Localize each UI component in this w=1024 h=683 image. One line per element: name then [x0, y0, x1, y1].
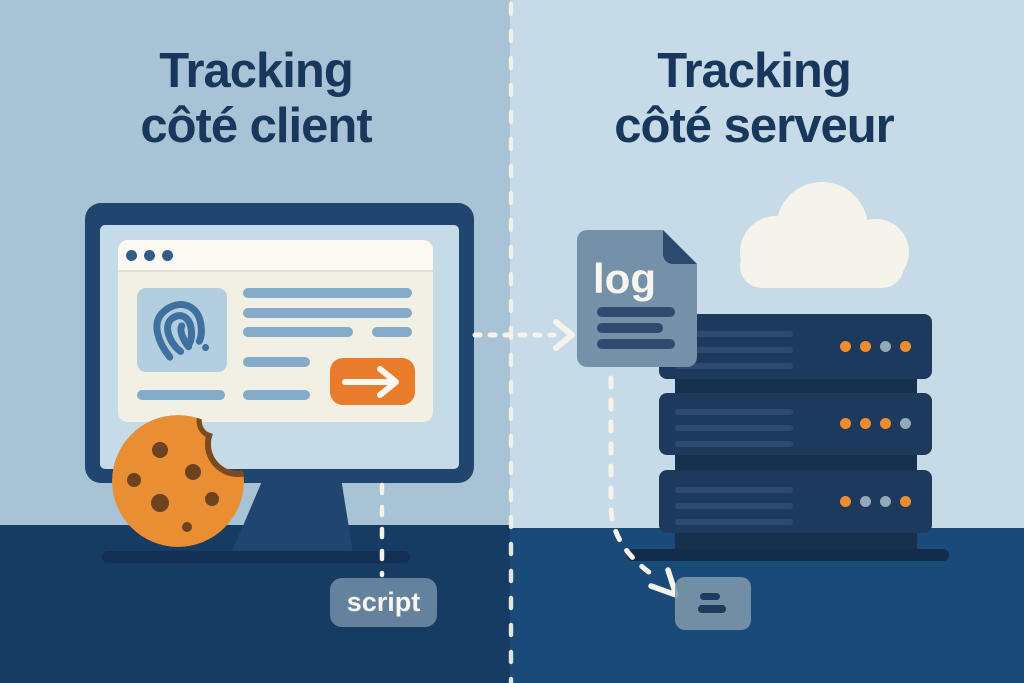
window-control-dot [144, 250, 155, 261]
fingerprint-box [137, 288, 227, 372]
right-title-line1: Tracking [657, 44, 852, 98]
cta-button [330, 358, 415, 405]
text-line-bar [243, 390, 310, 400]
text-line-bar [372, 327, 412, 337]
cloud-icon [740, 182, 909, 288]
browser-toolbar [118, 240, 433, 272]
left-title-line2: côté client [140, 99, 372, 153]
script-callout-line [379, 482, 385, 578]
right-title-line2: côté serveur [614, 99, 894, 153]
server-led-orange [840, 418, 851, 429]
arrow-right-icon [342, 366, 399, 398]
text-line-bar [243, 357, 310, 367]
server-vent [675, 519, 793, 525]
server-vent [675, 503, 793, 509]
server-led-orange [860, 418, 871, 429]
right-title: Tracking côté serveur [498, 44, 1010, 154]
server-led-orange [900, 341, 911, 352]
server-led-gray [860, 496, 871, 507]
server-led-orange [900, 496, 911, 507]
storage-icon [675, 577, 751, 630]
server-led-gray [880, 341, 891, 352]
rack-shadow [627, 549, 949, 561]
server-unit [659, 393, 932, 455]
server-vent [675, 409, 793, 415]
storage-line [698, 605, 726, 613]
browser-window [118, 240, 433, 422]
server-vent [675, 441, 793, 447]
cookie-icon [112, 410, 250, 547]
log-label: log [593, 255, 656, 302]
monitor-shadow [102, 551, 410, 563]
storage-line [700, 593, 720, 600]
window-control-dot [162, 250, 173, 261]
left-title: Tracking côté client [0, 44, 512, 154]
server-vent [675, 331, 793, 337]
server-led-gray [880, 496, 891, 507]
script-label-text: script [346, 587, 421, 617]
text-line-bar [243, 308, 412, 318]
text-line-bar [137, 390, 225, 400]
server-led-orange [840, 496, 851, 507]
server-led-orange [880, 418, 891, 429]
left-title-line1: Tracking [159, 44, 354, 98]
server-led-gray [900, 418, 911, 429]
window-control-dot [126, 250, 137, 261]
server-vent [675, 347, 793, 353]
log-text-lines [597, 307, 675, 349]
text-line-bar [243, 327, 353, 337]
server-vent [675, 487, 793, 493]
text-line-bar [243, 288, 412, 298]
server-vent [675, 425, 793, 431]
fingerprint-icon [153, 301, 210, 361]
script-label: script [330, 578, 437, 627]
server-unit [659, 470, 932, 533]
server-unit [659, 314, 932, 379]
divider-dashed-line [508, 1, 514, 683]
server-vent [675, 363, 793, 369]
flow-arrow-log-to-storage [608, 375, 679, 598]
flow-arrow-client-to-log [472, 319, 575, 351]
server-led-orange [840, 341, 851, 352]
folded-corner [663, 230, 697, 264]
log-file-icon: log [577, 230, 697, 367]
server-led-orange [860, 341, 871, 352]
